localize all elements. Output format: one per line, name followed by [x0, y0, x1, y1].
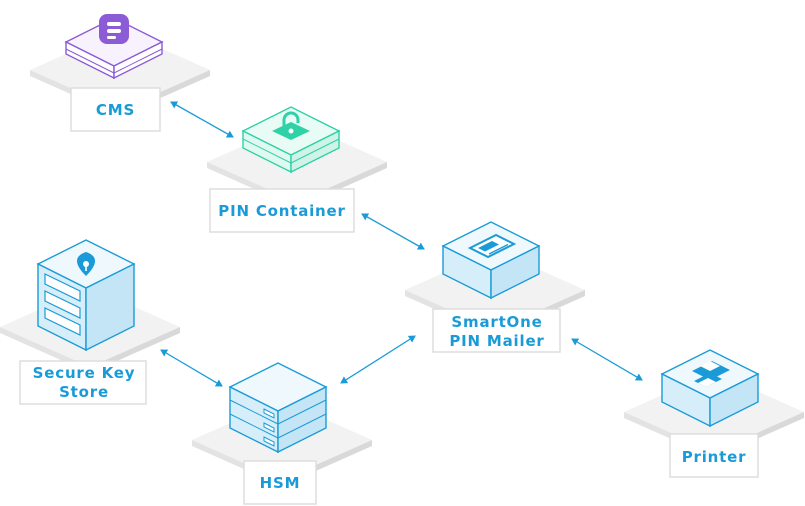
label-pin-container-text: PIN Container — [218, 202, 345, 220]
secure-key-store-box — [36, 239, 136, 352]
printer-icon — [692, 361, 730, 387]
label-smartone-line2: PIN Mailer — [449, 332, 544, 350]
connector-smartone-printer — [571, 338, 643, 381]
cms-box — [64, 14, 164, 80]
smartone-box — [441, 221, 541, 300]
server-rack-icon — [263, 408, 275, 447]
hsm-box — [228, 362, 328, 454]
label-smartone-line1: SmartOne — [451, 313, 542, 331]
connector-secure-key-store-hsm — [160, 349, 223, 387]
label-secure-key-store-line1: Secure Key — [33, 364, 136, 382]
label-cms: CMS — [70, 87, 161, 132]
padlock-icon — [272, 111, 310, 140]
label-pin-container: PIN Container — [209, 188, 355, 233]
pin-mailer-card-icon — [467, 233, 517, 259]
connector-cms-pin-container — [170, 101, 234, 138]
label-hsm: HSM — [243, 460, 317, 505]
pin-container-box — [241, 106, 341, 174]
label-printer: Printer — [669, 433, 759, 478]
label-hsm-text: HSM — [260, 474, 301, 492]
label-secure-key-store: Secure Key Store — [19, 360, 147, 405]
printer-box — [660, 349, 760, 428]
label-printer-text: Printer — [682, 448, 747, 466]
label-cms-text: CMS — [96, 101, 135, 119]
connector-hsm-smartone — [340, 335, 416, 384]
label-secure-key-store-line2: Store — [59, 383, 109, 401]
label-smartone: SmartOne PIN Mailer — [432, 308, 561, 353]
key-cabinet-icon — [77, 252, 95, 276]
cms-logo-icon — [99, 14, 129, 44]
connector-pin-container-smartone — [361, 213, 425, 250]
